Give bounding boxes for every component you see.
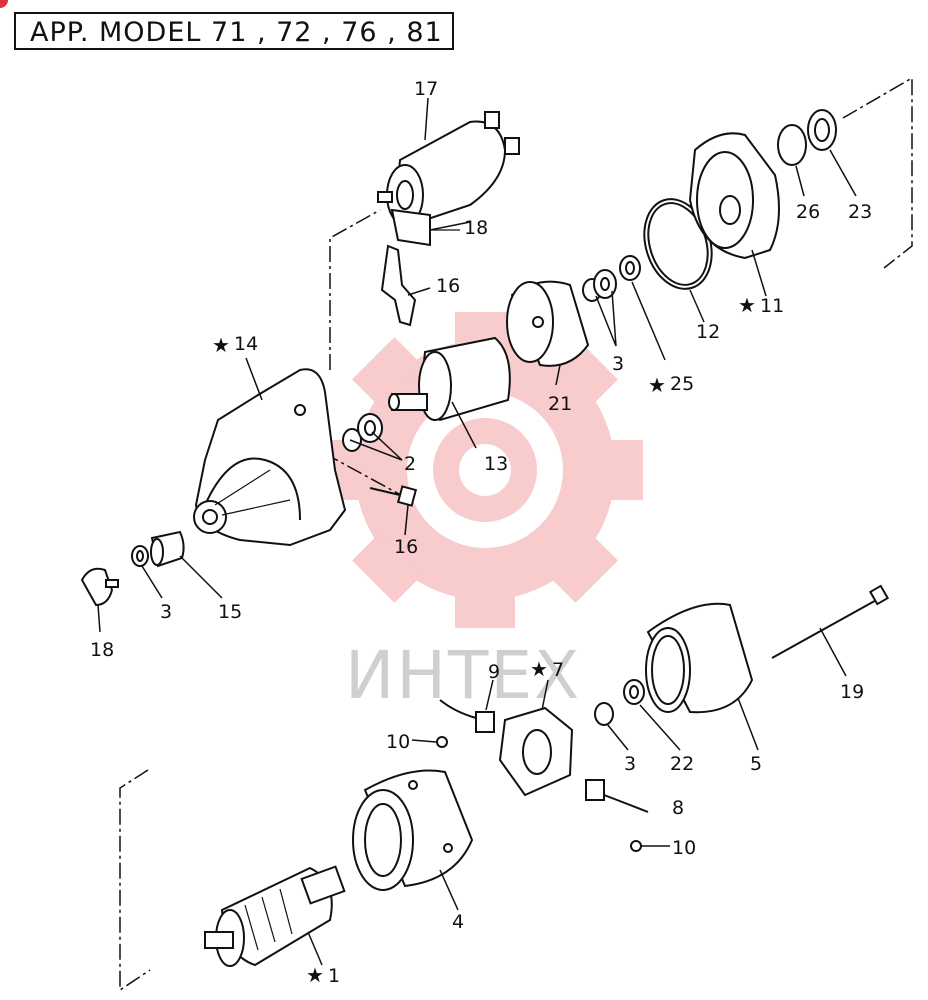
label-12: 12: [696, 321, 720, 343]
app-model-title: APP. MODEL 71 , 72 , 76 , 81: [30, 17, 443, 48]
rear-end-frame: [688, 132, 780, 260]
bushing: [150, 530, 185, 568]
label-3-lower: 3: [624, 753, 636, 775]
label-14: 14: [234, 333, 258, 355]
solenoid-switch: [377, 111, 520, 227]
rear-cover: [645, 602, 754, 714]
star-14: ★: [212, 333, 230, 357]
label-4: 4: [452, 911, 464, 933]
shift-lever: [380, 244, 417, 327]
label-18-lower: 18: [90, 639, 114, 661]
reduction-drum: [506, 280, 590, 367]
star-25: ★: [648, 373, 666, 397]
front-housing: [193, 368, 347, 547]
through-pin: [369, 485, 418, 507]
armature: [204, 865, 346, 967]
label-13: 13: [484, 453, 508, 475]
cap-seal: [807, 109, 837, 151]
label-10-lower: 10: [672, 837, 696, 859]
label-3-upper: 3: [612, 353, 624, 375]
label-18-upper: 18: [464, 217, 488, 239]
label-16-upper: 16: [436, 275, 460, 297]
label-19: 19: [840, 681, 864, 703]
label-25: 25: [670, 373, 694, 395]
yoke-assembly: [352, 769, 474, 891]
label-26: 26: [796, 201, 820, 223]
screw-lower: [630, 840, 642, 852]
corner-badge: [0, 0, 8, 8]
label-1: 1: [328, 965, 340, 987]
plunger-bracket: [390, 208, 460, 247]
washer-22: [623, 679, 645, 705]
snap-ring: [777, 124, 807, 166]
washer-front: [131, 545, 149, 567]
label-9: 9: [488, 661, 500, 683]
label-3-front: 3: [160, 601, 172, 623]
label-17: 17: [414, 78, 438, 100]
label-5: 5: [750, 753, 762, 775]
watermark-text: ИНТЕХ: [345, 637, 581, 714]
washer-set-upper: [582, 269, 617, 302]
app-model-header: APP. MODEL 71 , 72 , 76 , 81: [14, 12, 454, 50]
star-11: ★: [738, 293, 756, 317]
star-7: ★: [530, 657, 548, 681]
label-10-upper: 10: [386, 731, 410, 753]
label-16-lower: 16: [394, 536, 418, 558]
leader-lines: [97, 97, 857, 966]
label-21: 21: [548, 393, 572, 415]
label-2: 2: [404, 453, 416, 475]
through-bolt: [771, 584, 890, 659]
label-7: 7: [552, 659, 564, 681]
needle-bearing: [619, 255, 641, 281]
label-15: 15: [218, 601, 242, 623]
star-1: ★: [306, 963, 324, 987]
screw-upper: [436, 736, 448, 748]
overrunning-clutch: [388, 336, 511, 422]
label-11: 11: [760, 295, 784, 317]
brush-upper: [439, 699, 495, 733]
washer-lower: [594, 702, 614, 726]
brush-lower: [585, 779, 649, 813]
label-23: 23: [848, 201, 872, 223]
brush-holder: [498, 706, 574, 797]
front-cap: [80, 567, 119, 607]
label-8: 8: [672, 797, 684, 819]
label-22: 22: [670, 753, 694, 775]
part-labels: 17 18 16 ★ 14 2 13 16 21 3 ★ 25 12 ★ 11 …: [90, 78, 872, 987]
